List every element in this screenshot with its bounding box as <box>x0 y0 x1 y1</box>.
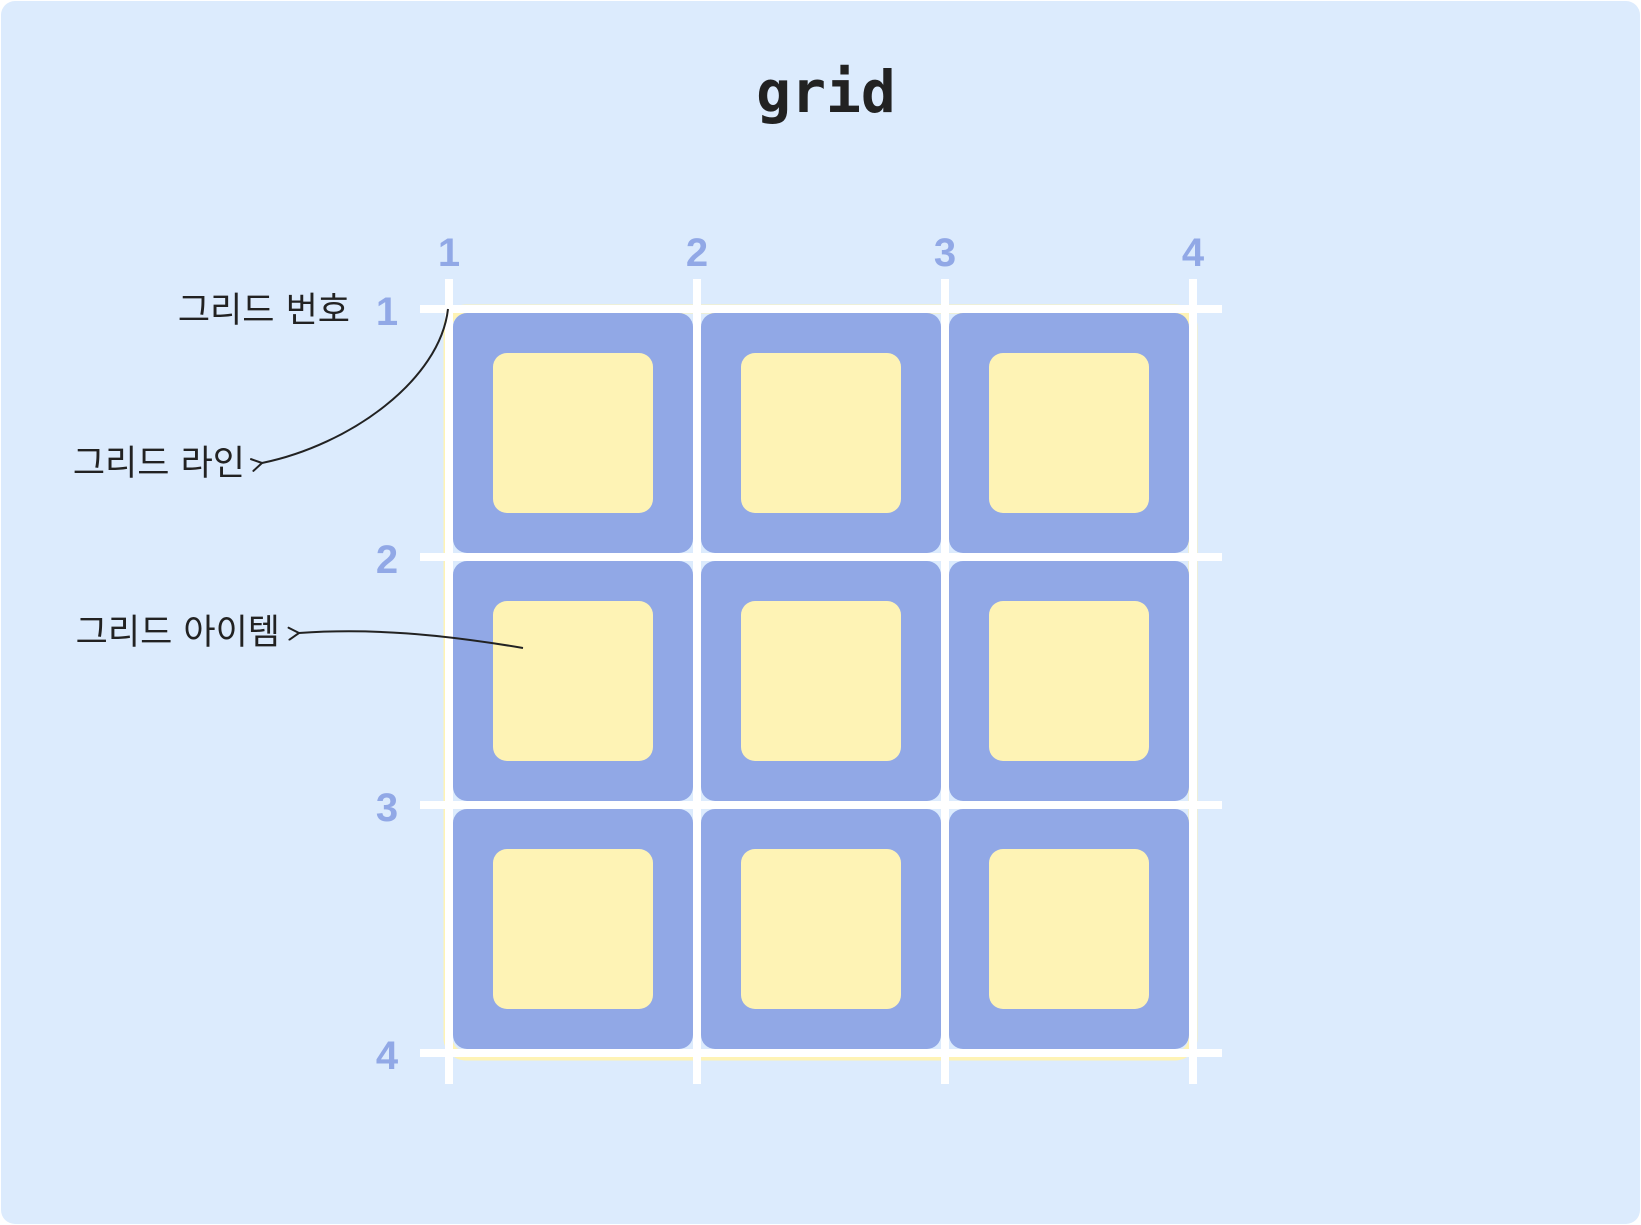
label-grid-line: 그리드 라인 <box>73 444 245 484</box>
column-number-2: 2 <box>686 231 708 275</box>
grid-item-1-3 <box>989 353 1149 513</box>
diagram-title: grid <box>756 58 896 126</box>
label-grid-number: 그리드 번호 <box>178 291 350 331</box>
label-grid-item: 그리드 아이템 <box>76 613 280 653</box>
grid-item-3-1 <box>493 849 653 1009</box>
column-number-3: 3 <box>934 231 956 275</box>
row-number-1: 1 <box>376 290 398 334</box>
row-number-3: 3 <box>376 786 398 830</box>
grid-lines <box>420 279 1222 1084</box>
row-number-2: 2 <box>376 538 398 582</box>
grid-cells <box>453 313 1189 1049</box>
grid-item-2-2 <box>741 601 901 761</box>
grid-item-2-1 <box>493 601 653 761</box>
grid-line-arrow <box>249 308 449 472</box>
grid-item-arrow <box>287 626 524 649</box>
grid-item-3-3 <box>989 849 1149 1009</box>
grid-item-2-3 <box>989 601 1149 761</box>
row-number-4: 4 <box>376 1034 399 1078</box>
grid-item-1-1 <box>493 353 653 513</box>
column-number-1: 1 <box>438 231 460 275</box>
grid-item-3-2 <box>741 849 901 1009</box>
column-number-4: 4 <box>1182 231 1205 275</box>
grid-item-1-2 <box>741 353 901 513</box>
